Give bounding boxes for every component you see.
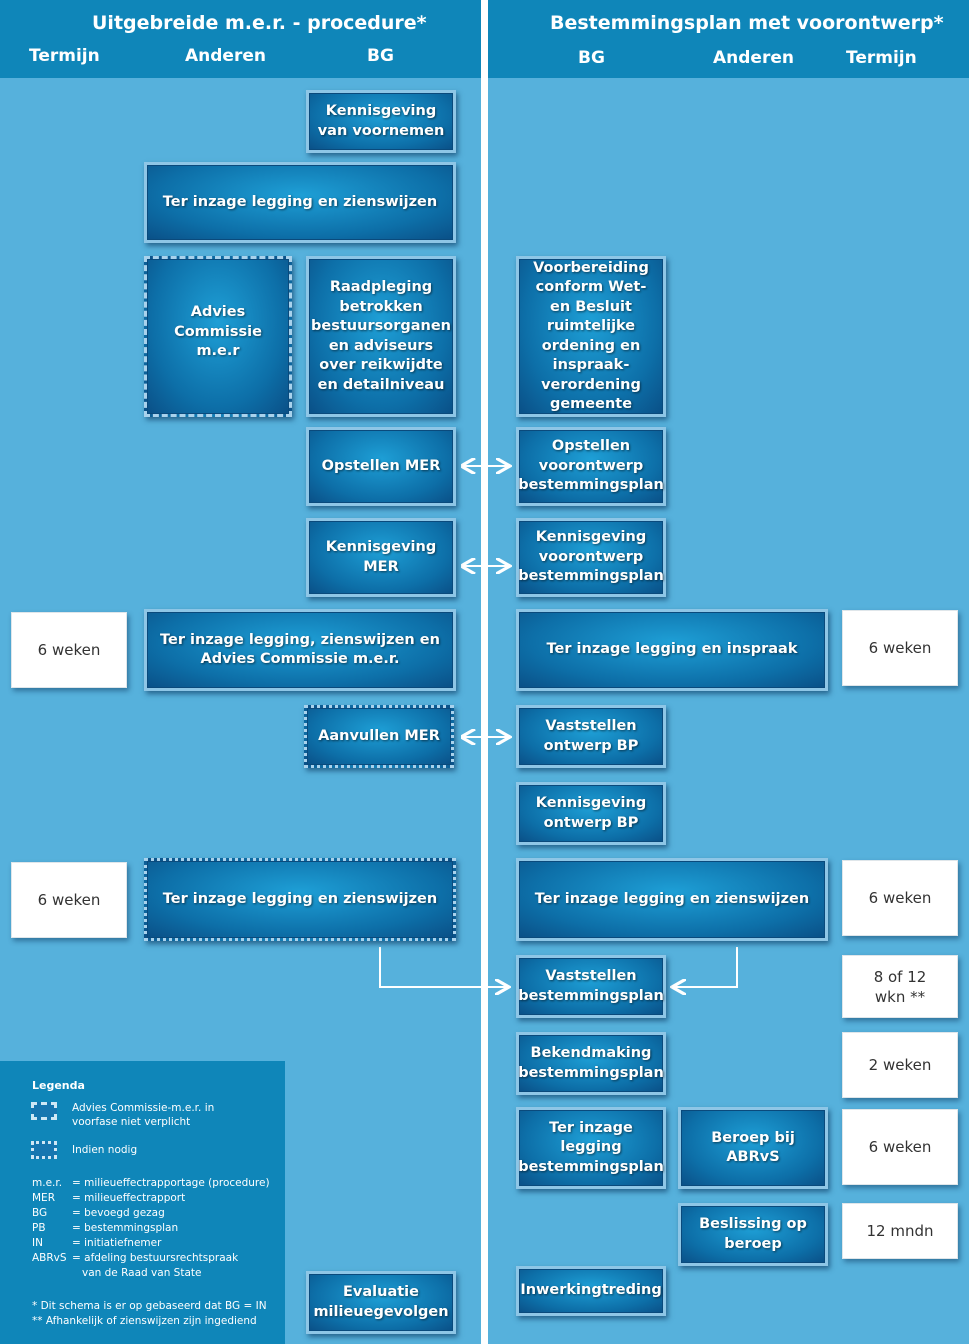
left-header: Uitgebreide m.e.r. - procedure* Termijn … [0, 0, 481, 78]
legend-abbr-value: = bestemmingsplan [72, 1222, 179, 1234]
right-termijn-6-weken-2: 6 weken [842, 860, 958, 936]
legend-dotted-swatch [31, 1141, 57, 1159]
left-termijn-6-weken-1: 6 weken [11, 612, 127, 688]
right-termijn-6-weken-1: 6 weken [842, 610, 958, 686]
left-col-bg: BG [367, 46, 394, 66]
beroep-box: Beroep bij ABRvS [678, 1107, 828, 1189]
aanvullen-mer-box: Aanvullen MER [304, 705, 454, 768]
left-header-title: Uitgebreide m.e.r. - procedure* [92, 12, 427, 34]
ter-inzage-zienswijzen-box-1: Ter inzage legging en zienswijzen [144, 162, 456, 243]
legend-note-2: ** Afhankelijk of zienswijzen zijn inged… [32, 1315, 257, 1327]
inwerkingtreding-box: Inwerkingtreding [516, 1266, 666, 1316]
legend-abbr-abrvs: ABRvS = afdeling bestuursrechtspraak [32, 1251, 238, 1266]
kennisgeving-mer-box: Kennisgeving MER [306, 518, 456, 597]
raadpleging-box: Raadpleging betrokken bestuursorganen en… [306, 256, 456, 417]
ter-inzage-inspraak-box: Ter inzage legging en inspraak [516, 609, 828, 691]
legend-abbr-value: van de Raad van State [82, 1267, 202, 1279]
legend-abbr-key: PB [32, 1222, 46, 1234]
right-header-title: Bestemmingsplan met voorontwerp* [550, 12, 944, 34]
bekendmaking-box: Bekendmaking bestemmingsplan [516, 1032, 666, 1095]
right-termijn-12-mndn: 12 mndn [842, 1203, 958, 1259]
left-termijn-6-weken-2: 6 weken [11, 862, 127, 938]
legend-abbr-key: MER [32, 1192, 55, 1204]
beslissing-box: Beslissing op beroep [678, 1203, 828, 1266]
legend-abbr-value: = milieueffectrapport [72, 1192, 186, 1204]
right-termijn-6-weken-3: 6 weken [842, 1109, 958, 1185]
opstellen-voorontwerp-box: Opstellen voorontwerp bestemmingsplan [516, 427, 666, 506]
vaststellen-ontwerp-box: Vaststellen ontwerp BP [516, 705, 666, 768]
legend-abbr-key: IN [32, 1237, 43, 1249]
legend-dashed-swatch [31, 1102, 57, 1120]
right-termijn-2-weken: 2 weken [842, 1032, 958, 1098]
legend-abbr-mer: m.e.r. = milieueffectrapportage (procedur… [32, 1176, 270, 1191]
evaluatie-box: Evaluatie milieuegevolgen [306, 1271, 456, 1334]
legend-abbr-bg: BG = bevoegd gezag [32, 1206, 165, 1221]
right-col-anderen: Anderen [713, 48, 794, 68]
legend-title: Legenda [32, 1079, 85, 1092]
arrow-left-to-vaststellen [379, 947, 507, 987]
opstellen-mer-box: Opstellen MER [306, 427, 456, 506]
legend-dotted-label: Indien nodig [72, 1144, 138, 1156]
advies-commissie-box: Advies Commissie m.e.r [144, 256, 292, 417]
kennisgeving-voorontwerp-box: Kennisgeving voorontwerp bestemmingsplan [516, 518, 666, 597]
legend-abbr-pb: PB = bestemmingsplan [32, 1221, 178, 1236]
legend-abbr-key: ABRvS [32, 1252, 67, 1264]
legend-abbr-key: m.e.r. [32, 1177, 63, 1189]
voorbereiding-box: Voorbereiding conform Wet- en Besluit ru… [516, 256, 666, 417]
legend-abbr-MER: MER = milieueffectrapport [32, 1191, 185, 1206]
legend-abbr-in: IN = initiatiefnemer [32, 1236, 161, 1251]
legend-abbr-value: = afdeling bestuursrechtspraak [72, 1252, 239, 1264]
vaststellen-bestemmingsplan-box: Vaststellen bestemmingsplan [516, 955, 666, 1018]
legend-note-1: * Dit schema is er op gebaseerd dat BG =… [32, 1300, 267, 1312]
legend-abbr-key: BG [32, 1207, 48, 1219]
left-col-termijn: Termijn [29, 46, 100, 66]
arrow-right-to-vaststellen [674, 947, 738, 987]
left-col-anderen: Anderen [185, 46, 266, 66]
legend-abbr-value: = initiatiefnemer [72, 1237, 162, 1249]
ter-inzage-advies-box: Ter inzage legging, zienswijzen en Advie… [144, 609, 456, 691]
ter-inzage-zienswijzen-box-2: Ter inzage legging en zienswijzen [144, 858, 456, 941]
kennisgeving-voornemen-box: Kennisgeving van voornemen [306, 90, 456, 153]
legend-abbr-value: = bevoegd gezag [72, 1207, 165, 1219]
legend-abbr-abrvs-cont: van de Raad van State [82, 1266, 201, 1281]
ter-inzage-legging-box: Ter inzage legging bestemmingsplan [516, 1107, 666, 1189]
kennisgeving-ontwerp-box: Kennisgeving ontwerp BP [516, 782, 666, 845]
legend-panel: Legenda Advies Commissie-m.e.r. in voorf… [0, 1061, 285, 1344]
legend-dashed-label: Advies Commissie-m.e.r. in voorfase niet… [72, 1102, 215, 1128]
right-col-termijn: Termijn [846, 48, 917, 68]
right-header: Bestemmingsplan met voorontwerp* BG Ande… [488, 0, 969, 78]
legend-abbr-value: = milieueffectrapportage (procedure) [72, 1177, 270, 1189]
ter-inzage-zienswijzen-right-box: Ter inzage legging en zienswijzen [516, 858, 828, 941]
right-col-bg: BG [578, 48, 605, 68]
center-divider [481, 0, 488, 1344]
right-termijn-8-of-12: 8 of 12 wkn ** [842, 955, 958, 1018]
